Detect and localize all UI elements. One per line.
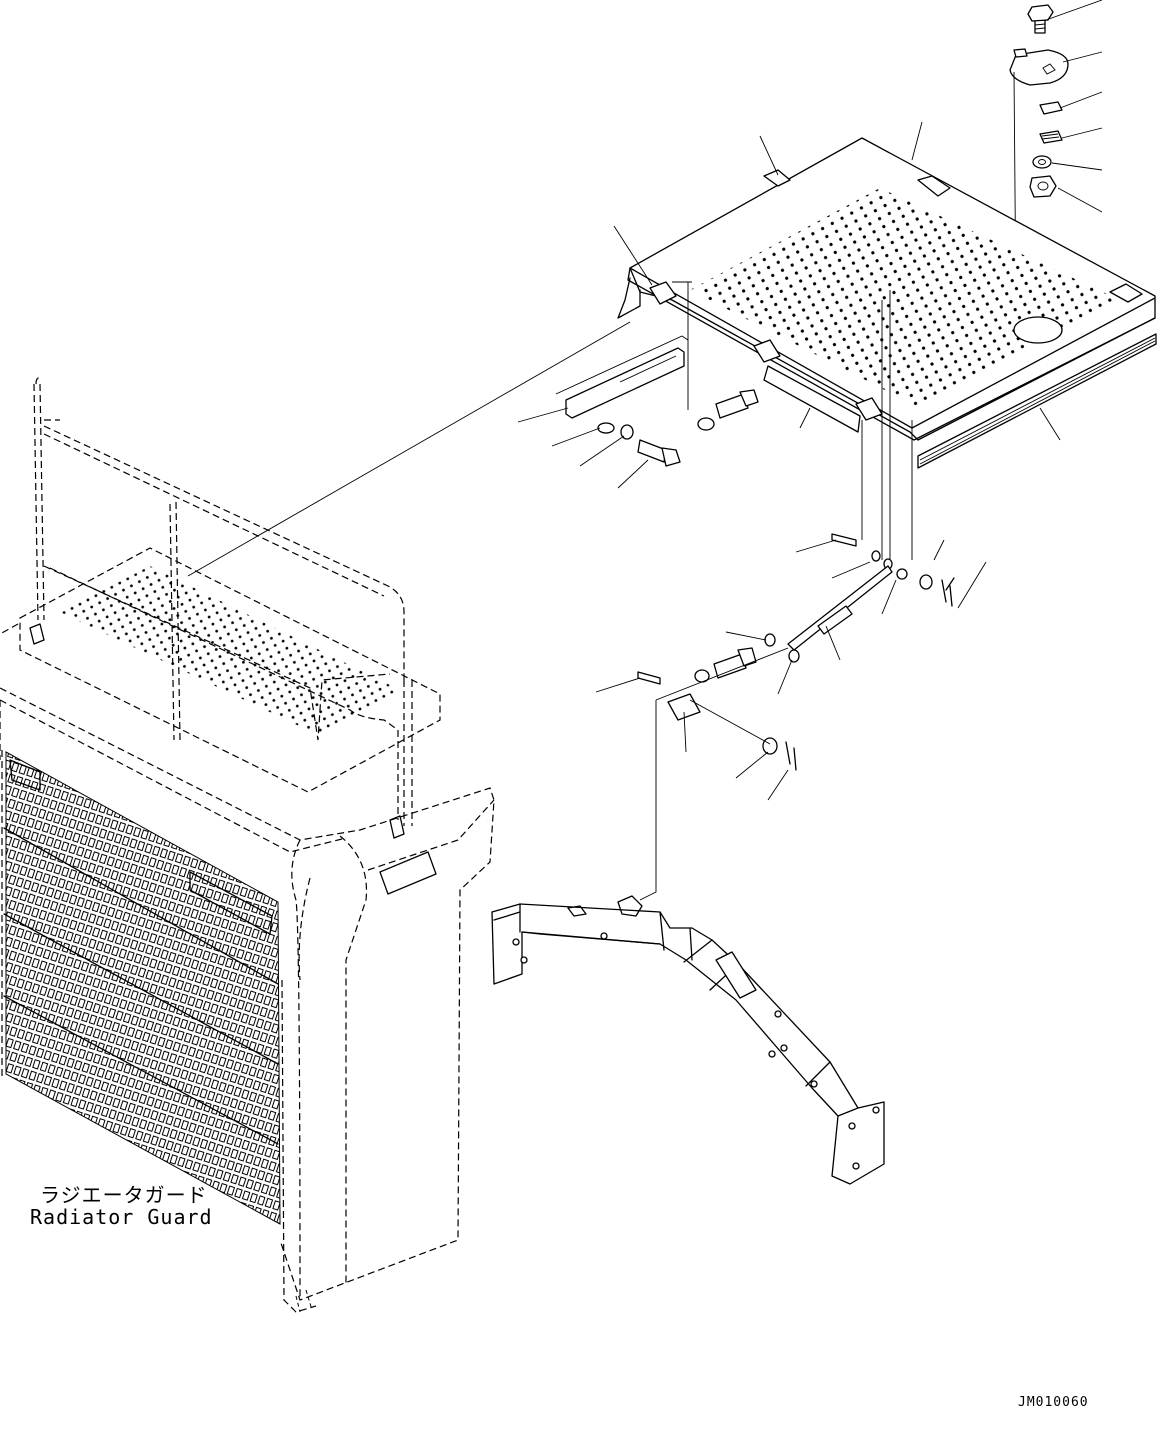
fastener-stack [1009, 0, 1103, 313]
gas-spring-assembly [595, 290, 987, 801]
flat-washer [1032, 155, 1052, 169]
radiator-guard-label-japanese: ラジエータガード [40, 1183, 208, 1207]
projection-lines [187, 321, 657, 901]
lock-plate [1009, 48, 1069, 86]
plate-nut [1039, 101, 1063, 115]
handrail-bolts [29, 623, 405, 839]
bolt-hex-a [637, 439, 681, 467]
hex-nut [1029, 175, 1057, 198]
clevis-pin [694, 647, 757, 683]
support-arm [491, 895, 885, 1185]
spring-washer [1039, 130, 1063, 144]
handrail-walkway [0, 377, 441, 826]
radiator-guard-housing [0, 687, 495, 1313]
top-cover [613, 121, 1157, 469]
drawing-number: JM010060 [1018, 1395, 1089, 1410]
bolt-hex-b [715, 389, 759, 419]
radiator-guard-label-english: Radiator Guard [30, 1205, 213, 1229]
bolt-top [1027, 4, 1054, 34]
side-bracket-assembly [517, 281, 759, 489]
